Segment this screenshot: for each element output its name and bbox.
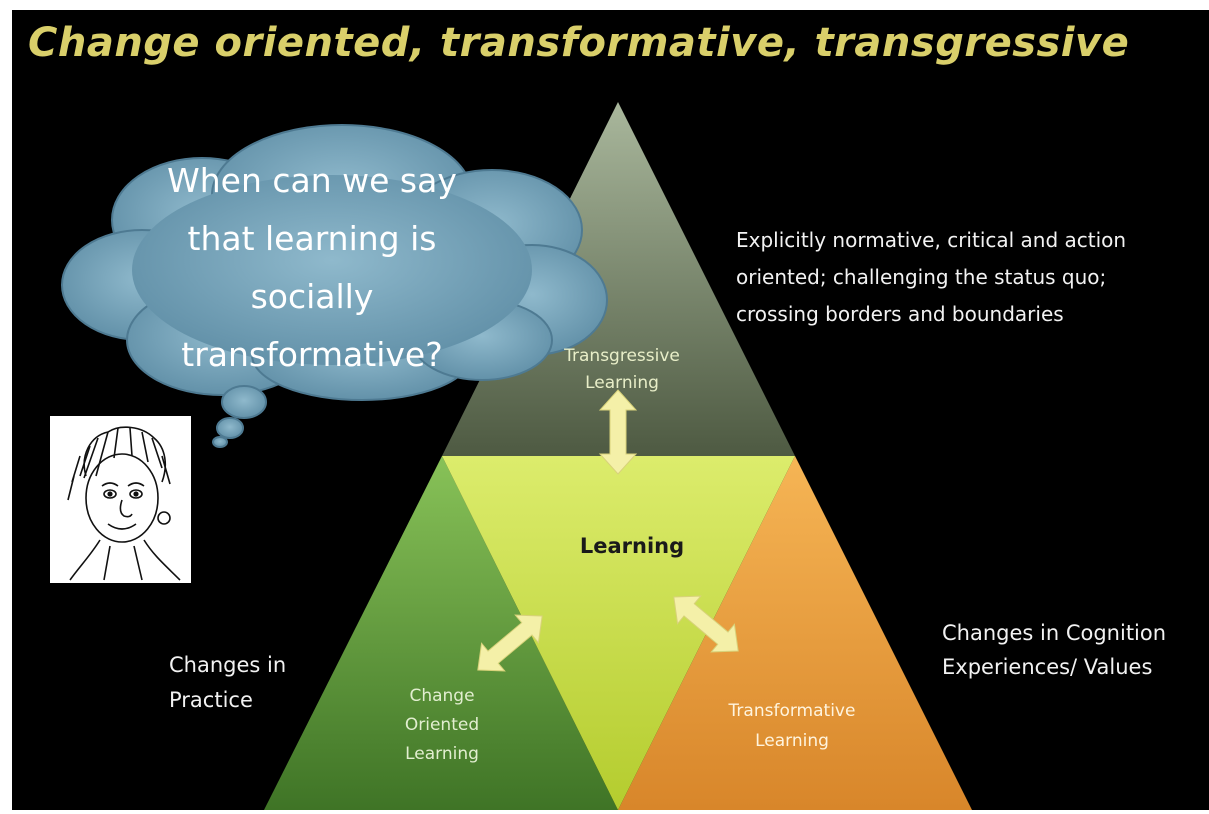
transformative-triangle <box>618 456 972 810</box>
cartoon-face-icon <box>50 416 191 583</box>
cognition-description: Changes in Cognition Experiences/ Values <box>942 621 1167 679</box>
transgressive-learning-label: Transgressive Learning <box>564 346 680 393</box>
learning-label: Learning <box>579 534 685 558</box>
learning-diagram <box>50 102 972 810</box>
practice-description: Changes in Practice <box>169 653 287 712</box>
slide-title: Change oriented, transformative, transgr… <box>28 20 1130 66</box>
change-oriented-triangle <box>264 456 618 810</box>
change-oriented-learning-label: Change Oriented Learning <box>404 686 480 764</box>
thought-cloud <box>61 124 608 401</box>
learning-triangle <box>442 456 795 810</box>
cloud-question: When can we say that learning is sociall… <box>167 161 457 374</box>
slide: Change oriented, transformative, transgr… <box>12 10 1209 810</box>
transgressive-description: Explicitly normative, critical and actio… <box>736 228 1127 326</box>
transformative-learning-label: Transformative Learning <box>728 701 856 751</box>
thought-bubbles <box>212 385 267 448</box>
